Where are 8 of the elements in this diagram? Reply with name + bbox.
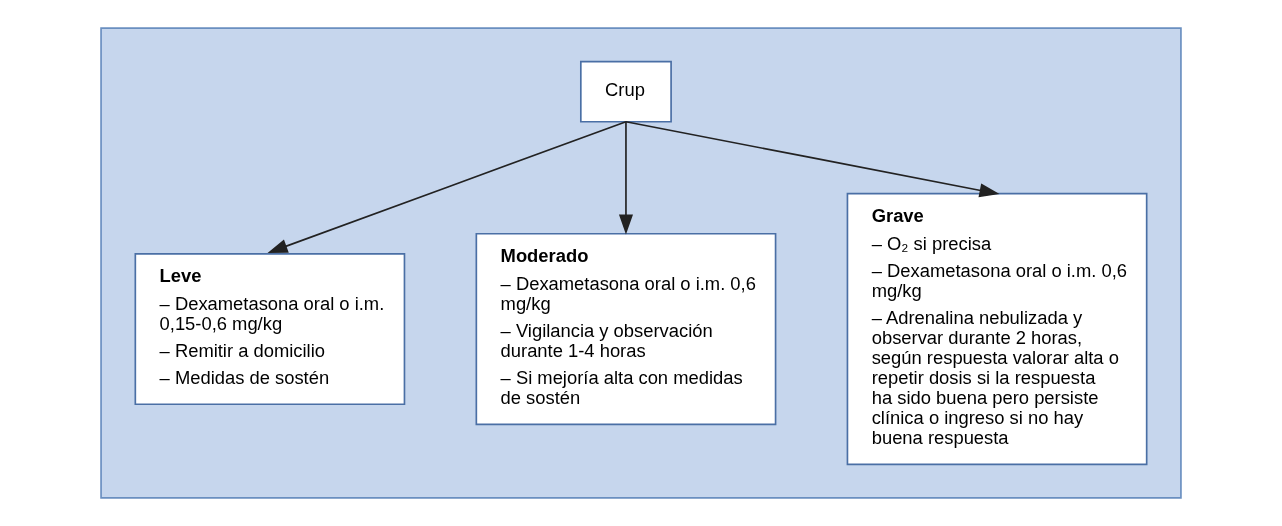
arrow	[625, 120, 1000, 198]
arrow	[267, 120, 627, 253]
node-box: Crup	[580, 60, 672, 123]
node-box: Grave – O₂ si precisa – Dexametasona oral o i.m. 0,6 mg/kg – Adrenalina nebulizada y observar durante 2 horas, según respuesta valorar alta o repetir dosis si la respuesta ha sido buena pero persiste clínica o ingreso si no hay buena respuesta	[846, 192, 1148, 466]
node-box: Moderado – Dexametasona oral o i.m. 0,6 mg/kg – Vigilancia y observación durante 1-4 horas – Si mejoría alta con medidas de sostén	[475, 232, 777, 426]
node-box: Leve – Dexametasona oral o i.m. 0,15-0,6 mg/kg – Remitir a domicilio – Medidas de sostén	[134, 252, 406, 406]
cluster	[100, 27, 1182, 499]
arrow	[618, 120, 633, 235]
